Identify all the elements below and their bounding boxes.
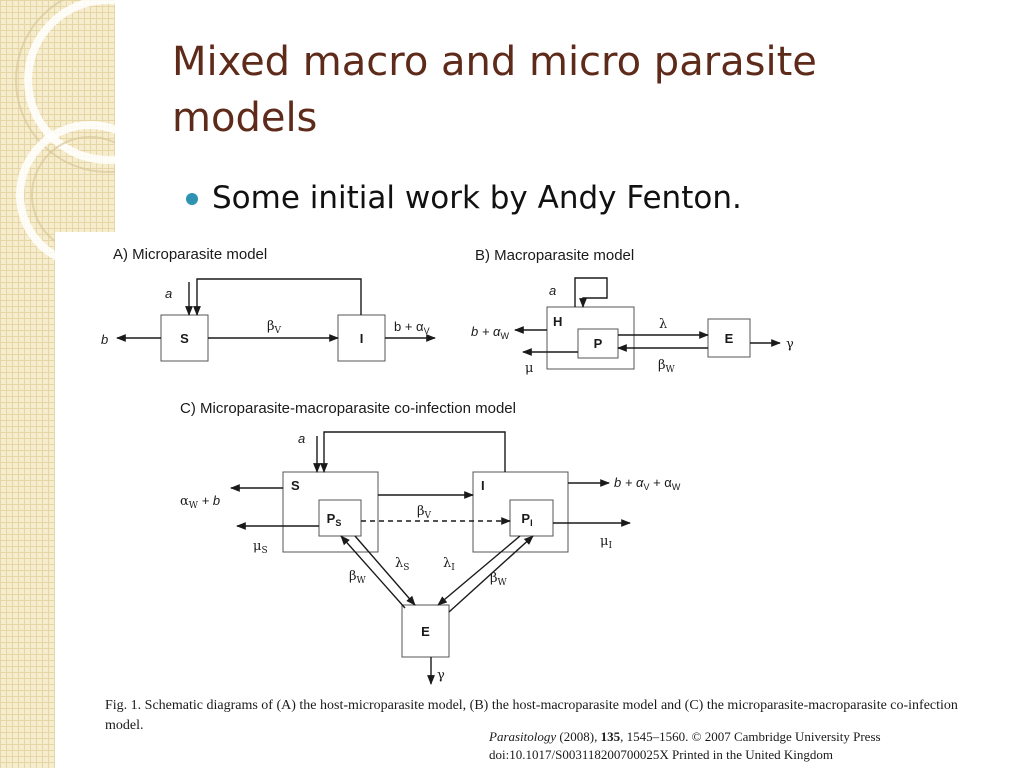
arrow-c-uptake-i <box>448 535 534 613</box>
panel-b-node-e-label: E <box>725 331 734 346</box>
panel-c-title: C) Microparasite-macroparasite co-infect… <box>180 400 516 417</box>
panel-c-node-e <box>401 604 450 658</box>
label-c-beta-w-right: βW <box>490 571 508 588</box>
label-b-b-alpha: b + αW <box>471 324 509 341</box>
label-c-gamma: γ <box>437 668 445 683</box>
decorative-arcs <box>15 0 115 260</box>
panel-b-title: B) Macroparasite model <box>475 247 634 264</box>
label-a-beta: βV <box>267 319 282 336</box>
panel-a: A) Microparasite model S I b βV b + αV a <box>101 246 436 362</box>
panel-c-node-i-label: I <box>481 478 485 493</box>
label-b-a: a <box>549 283 556 298</box>
bullet-item: Some initial work by Andy Fenton. <box>186 180 742 216</box>
panel-b: B) Macroparasite model H P E a b + αW μ … <box>471 247 794 376</box>
panel-c-node-ps-label: PS <box>327 511 342 528</box>
label-c-beta-w-left: βW <box>349 569 367 586</box>
panel-b-node-p-label: P <box>594 336 603 351</box>
label-a-b-alpha: b + αV <box>394 319 430 336</box>
arrow-c-shedding-i <box>437 535 521 606</box>
label-b-gamma: γ <box>786 337 794 352</box>
label-c-alpha-b: αW + b <box>180 493 220 511</box>
arrow-b-birth <box>574 277 608 308</box>
panel-a-node-i-label: I <box>360 331 364 346</box>
panel-c-node-s-label: S <box>291 478 300 493</box>
label-c-a: a <box>298 431 305 446</box>
panel-a-title: A) Microparasite model <box>113 246 267 263</box>
slide-title: Mixed macro and micro parasite models <box>172 39 817 141</box>
label-a-b: b <box>101 332 108 347</box>
arrow-a-birth-from-i <box>193 278 362 316</box>
panel-b-node-e <box>707 318 751 358</box>
panel-c-node-pi <box>509 499 554 537</box>
label-c-beta-v: βV <box>417 504 432 521</box>
figure-caption: Fig. 1. Schematic diagrams of (A) the ho… <box>105 698 958 733</box>
label-c-mu-s: μS <box>253 539 268 556</box>
label-c-out-i: b + αV + αW <box>614 475 681 492</box>
label-c-lambda-s: λS <box>395 556 409 573</box>
arrow-c-birth-from-i <box>320 431 506 473</box>
arrow-c-shedding-s <box>354 535 416 606</box>
label-c-lambda-i: λI <box>443 556 455 573</box>
label-c-mu-i: μI <box>600 534 612 551</box>
label-b-beta: βW <box>658 358 676 375</box>
panel-c: C) Microparasite-macroparasite co-infect… <box>180 400 681 685</box>
label-a-a: a <box>165 286 172 301</box>
figure-citation: Parasitology (2008), 135, 1545–1560. © 2… <box>489 729 881 762</box>
figure-panel: A) Microparasite model S I b βV b + αV a… <box>55 232 1005 768</box>
panel-c-node-ps <box>318 499 362 537</box>
bullet-list: Some initial work by Andy Fenton. <box>186 180 742 216</box>
label-b-lambda: λ <box>659 317 667 332</box>
bullet-dot-icon <box>186 193 198 205</box>
bullet-text: Some initial work by Andy Fenton. <box>212 180 742 216</box>
schematic-diagram: A) Microparasite model S I b βV b + αV a… <box>101 246 794 685</box>
panel-b-node-h-label: H <box>553 314 562 329</box>
panel-c-node-pi-label: PI <box>521 511 532 528</box>
label-b-mu: μ <box>525 361 533 376</box>
arrow-c-uptake-s <box>340 535 406 609</box>
panel-a-node-s-label: S <box>180 331 189 346</box>
panel-b-node-p <box>577 328 619 359</box>
panel-c-node-e-label: E <box>421 624 430 639</box>
panel-a-node-s <box>160 314 209 362</box>
